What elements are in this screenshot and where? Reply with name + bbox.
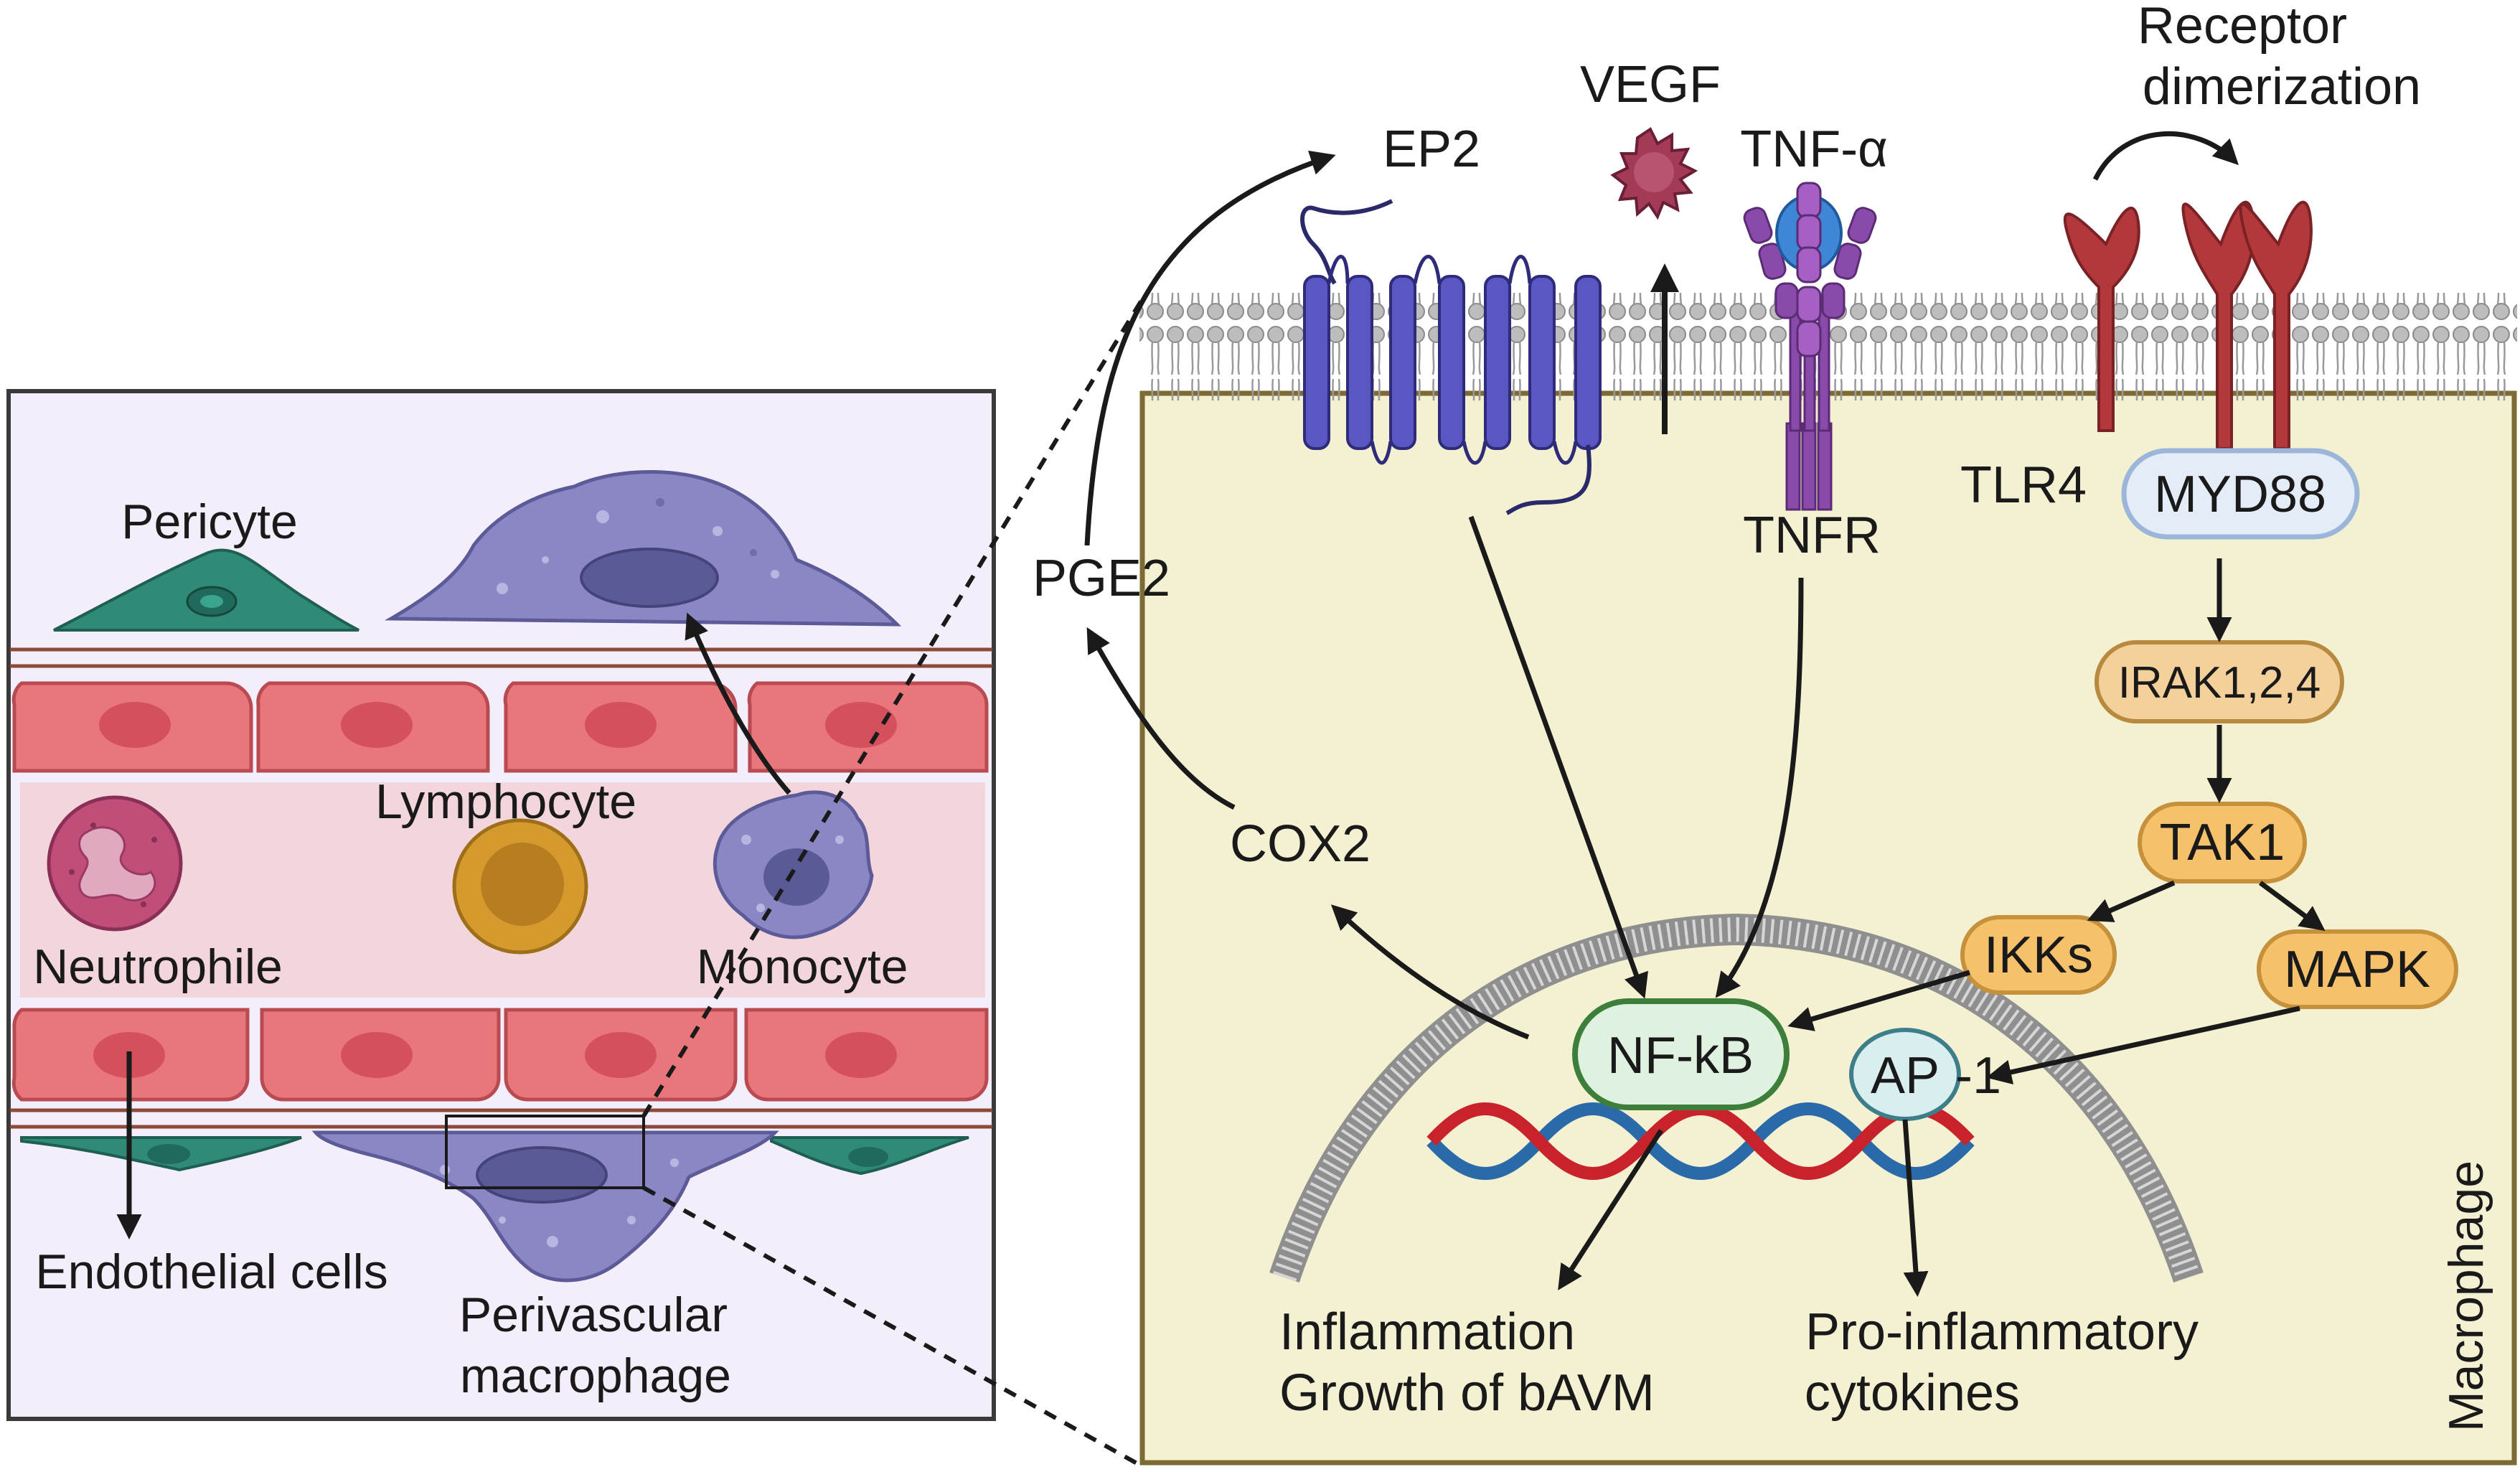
ap1-node: AP -1 <box>1849 1028 2001 1121</box>
pericyte-bottom-right <box>770 1136 969 1176</box>
ep2-receptor <box>1300 199 1602 515</box>
arrow-tnfr-nfkb <box>1715 577 1804 998</box>
label-pge2: PGE2 <box>1033 550 1170 607</box>
label-inflammation-line1: Inflammation <box>1279 1303 1575 1361</box>
svg-text:IRAK1,2,4: IRAK1,2,4 <box>2118 658 2321 708</box>
myd88-node: MYD88 <box>2121 448 2360 540</box>
arrow-monocyte-to-macrophage <box>685 612 791 795</box>
tnfr-receptor <box>1743 182 1877 511</box>
label-receptor-dimerization-line2: dimerization <box>2143 58 2421 116</box>
label-perivascular-line2: macrophage <box>460 1349 731 1403</box>
label-pericyte: Pericyte <box>121 494 298 549</box>
endothelial-row-top <box>11 681 989 773</box>
svg-text:MAPK: MAPK <box>2284 941 2430 998</box>
label-endothelial-cells: Endothelial cells <box>35 1244 387 1299</box>
lymphocyte-cell <box>452 818 588 955</box>
nfkb-node: NF-kB <box>1572 998 1790 1110</box>
pericyte-bottom-left <box>20 1136 302 1172</box>
arrow-cox2-pge2 <box>1086 627 1236 810</box>
arrow-tak1-ikks <box>2087 880 2176 922</box>
label-receptor-dimerization-line1: Receptor <box>2138 0 2347 55</box>
label-inflammation-line2: Growth of bAVM <box>1279 1364 1655 1422</box>
svg-text:AP: AP <box>1871 1047 1940 1105</box>
nuclear-envelope <box>1269 913 2204 1283</box>
arrow-pge2-ep2 <box>1084 150 1336 546</box>
ikks-node: IKKs <box>1960 915 2117 995</box>
arrow-ikks-nfkb <box>1787 970 1970 1031</box>
svg-text:TAK1: TAK1 <box>2160 814 2285 871</box>
label-cytokines-line1: Pro-inflammatory <box>1805 1303 2199 1361</box>
label-monocyte: Monocyte <box>697 939 908 994</box>
svg-text:NF-kB: NF-kB <box>1607 1027 1754 1084</box>
label-neutrophile: Neutrophile <box>33 939 283 994</box>
svg-text:MYD88: MYD88 <box>2154 466 2326 523</box>
vegf-molecule <box>1610 127 1698 220</box>
zoom-line-bottom <box>642 1186 1142 1468</box>
arrow-dimerization <box>2092 131 2239 181</box>
arrow-mapk-ap1 <box>1986 1005 2300 1085</box>
svg-text:IKKs: IKKs <box>1984 927 2093 984</box>
label-tnfr: TNFR <box>1743 507 1881 564</box>
arrow-ep2-nfkb <box>1468 515 1648 999</box>
arrow-nfkb-inflammation <box>1558 1129 1663 1290</box>
label-cox2: COX2 <box>1230 815 1371 873</box>
arrow-nfkb-cox2 <box>1330 904 1530 1040</box>
vessel-panel: Pericyte Lymphocyte Neutrophile Monocyte… <box>6 389 996 1421</box>
label-ep2: EP2 <box>1383 121 1480 178</box>
label-perivascular-line1: Perivascular <box>459 1288 728 1342</box>
tlr4-receptors <box>2063 200 2313 450</box>
label-tnf-alpha: TNF-α <box>1740 121 1888 178</box>
macrophage-migrated <box>384 470 902 627</box>
macrophage-panel: MYD88 IRAK1,2,4 TAK1 IKKs MAPK NF-kB AP … <box>1033 0 2517 1466</box>
label-cytokines-line2: cytokines <box>1805 1364 2020 1422</box>
arrow-tak1-mapk <box>2258 881 2326 932</box>
label-macrophage: Macrophage <box>2439 1161 2493 1432</box>
endothelial-row-bottom <box>11 1008 989 1102</box>
pericyte-top <box>53 548 359 632</box>
tak1-node: TAK1 <box>2138 802 2307 883</box>
label-tlr4: TLR4 <box>1960 456 2087 514</box>
label-vegf: VEGF <box>1580 56 1721 113</box>
mapk-node: MAPK <box>2257 929 2458 1009</box>
neutrophile-cell <box>47 795 183 932</box>
arrow-ap1-cytokines <box>1902 1119 1929 1297</box>
zoom-box <box>445 1115 645 1189</box>
label-lymphocyte: Lymphocyte <box>375 774 636 829</box>
irak-node: IRAK1,2,4 <box>2094 640 2344 723</box>
